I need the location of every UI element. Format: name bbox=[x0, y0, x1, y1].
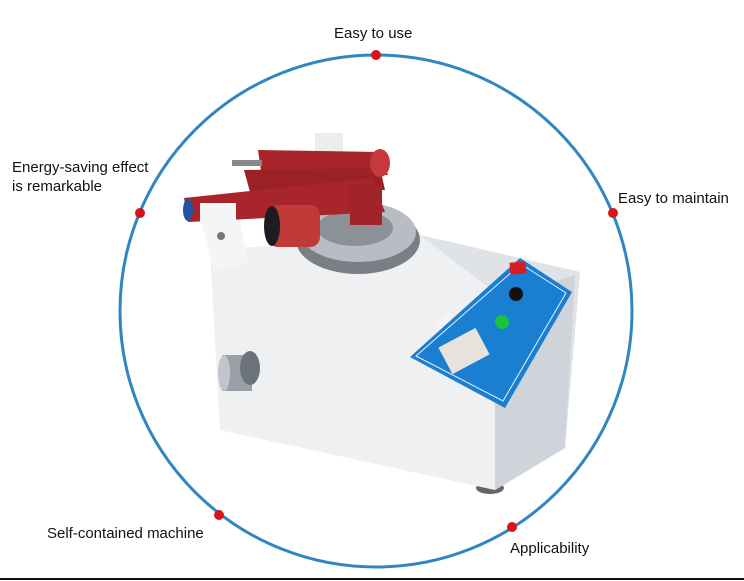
feature-markers bbox=[135, 50, 618, 532]
feature-applicability: Applicability bbox=[510, 540, 590, 557]
divider bbox=[0, 578, 744, 580]
marker-dot bbox=[214, 510, 224, 520]
counter-display bbox=[438, 327, 490, 375]
marker-dot bbox=[608, 208, 618, 218]
abrasion-tester-machine: Taber bbox=[183, 133, 580, 494]
feature-easy-to-maintain: Easy to maintain bbox=[618, 190, 729, 207]
feature-energy-saving-line1: Energy-saving effect bbox=[12, 159, 149, 176]
control-panel bbox=[410, 258, 572, 408]
marker-dot bbox=[507, 522, 517, 532]
start-button bbox=[495, 315, 509, 329]
abrasion-wheel bbox=[268, 205, 320, 247]
feature-easy-to-use: Easy to use bbox=[334, 25, 413, 42]
speed-knob bbox=[509, 287, 523, 301]
marker-dot bbox=[135, 208, 145, 218]
marker-dot bbox=[371, 50, 381, 60]
feature-self-contained: Self-contained machine bbox=[47, 525, 204, 542]
feature-energy-saving: Energy-saving effect is remarkable bbox=[12, 158, 148, 196]
power-switch bbox=[509, 261, 527, 275]
feature-energy-saving-line2: is remarkable bbox=[12, 178, 103, 195]
